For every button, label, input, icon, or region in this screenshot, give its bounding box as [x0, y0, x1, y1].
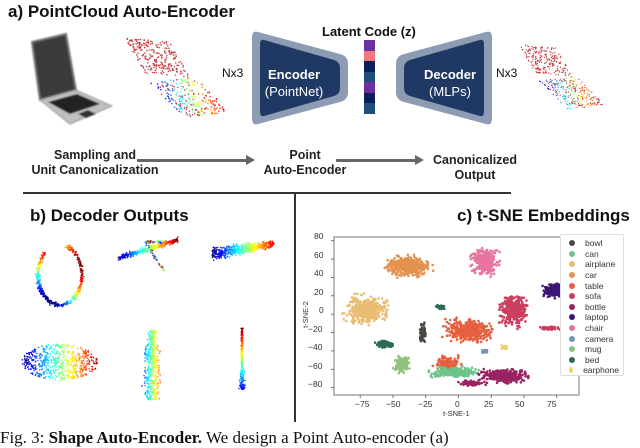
legend-marker-icon — [569, 261, 575, 268]
latent-cell — [364, 71, 375, 82]
legend-item: camera — [565, 333, 619, 344]
legend-item: earphone — [565, 365, 619, 376]
legend-item: bowl — [565, 238, 619, 249]
latent-cell — [364, 103, 375, 114]
laptop-render-image — [30, 32, 114, 125]
latent-cell — [364, 40, 375, 51]
y-tick: −40 — [308, 342, 323, 352]
legend-item: laptop — [565, 312, 619, 323]
legend-item: bed — [565, 355, 619, 366]
latent-cell — [364, 50, 375, 61]
flow-step-autoencoder-line1: Point — [289, 148, 321, 162]
legend-item: car — [565, 270, 619, 281]
legend-marker-icon — [569, 367, 574, 374]
x-tick: −25 — [418, 399, 433, 409]
encoder-block — [252, 31, 348, 125]
legend-marker-icon — [569, 335, 575, 342]
figure-caption: Fig. 3: Shape Auto-Encoder. We design a … — [0, 428, 449, 448]
encoder-subtitle: (PointNet) — [264, 84, 324, 99]
caption-rest: We design a Point Auto-encoder (a) — [202, 428, 449, 447]
x-tick: 75 — [547, 399, 557, 409]
decoder-label: Decoder (MLPs) — [410, 66, 490, 100]
flow-arrow-1 — [137, 155, 255, 165]
flow-step-output-line2: Output — [454, 168, 496, 182]
legend-item: sofa — [565, 291, 619, 302]
input-point-cloud-image — [126, 37, 225, 118]
decoder-title: Decoder — [423, 67, 477, 82]
output-dim-label: Nx3 — [496, 66, 518, 80]
flow-step-autoencoder-line2: Auto-Encoder — [263, 163, 347, 177]
y-tick: 40 — [314, 268, 324, 278]
flow-step-autoencoder: Point Auto-Encoder — [255, 148, 355, 178]
x-axis-label: t-SNE-1 — [443, 409, 470, 418]
flow-arrow-2 — [336, 155, 424, 165]
legend-item: table — [565, 280, 619, 291]
flow-step-sampling-line1: Sampling and — [54, 148, 136, 162]
latent-cell — [364, 61, 375, 72]
y-tick: −20 — [308, 324, 323, 334]
panel-a-title: a) PointCloud Auto-Encoder — [8, 2, 235, 21]
flow-step-sampling: Sampling and Unit Canonicalization — [20, 148, 170, 178]
caption-bold: Shape Auto-Encoder. — [48, 428, 203, 447]
legend-marker-icon — [569, 240, 575, 247]
encoder-title: Encoder — [267, 67, 320, 82]
latent-cell — [364, 92, 375, 103]
flow-step-sampling-line2: Unit Canonicalization — [31, 163, 159, 177]
legend-marker-icon — [569, 293, 575, 300]
legend-item: bottle — [565, 302, 619, 313]
caption-prefix: Fig. 3: — [0, 428, 49, 447]
decoder-outputs-grid — [21, 236, 275, 401]
latent-code-vector — [364, 40, 375, 114]
legend-item: mug — [565, 344, 619, 355]
y-tick: 0 — [319, 305, 324, 315]
x-tick: 50 — [515, 399, 525, 409]
x-tick: 25 — [484, 399, 494, 409]
decoder-subtitle: (MLPs) — [429, 84, 471, 99]
y-axis-label: t-SNE-2 — [300, 301, 310, 328]
input-dim-label: Nx3 — [222, 66, 244, 80]
latent-code-label: Latent Code (z) — [322, 24, 416, 39]
legend-item: can — [565, 249, 619, 260]
legend-marker-icon — [569, 356, 575, 363]
legend-item: airplane — [565, 259, 619, 270]
legend-marker-icon — [569, 282, 575, 289]
y-tick: 60 — [314, 250, 324, 260]
legend-item: chair — [565, 323, 619, 334]
x-tick: −75 — [355, 399, 370, 409]
x-tick: −50 — [386, 399, 401, 409]
x-tick: 0 — [455, 399, 460, 409]
legend-marker-icon — [569, 314, 575, 321]
flow-step-output: Canonicalized Output — [420, 153, 530, 183]
decoder-block — [396, 31, 492, 125]
legend-marker-icon — [569, 272, 575, 279]
horizontal-divider — [23, 192, 511, 194]
legend-marker-icon — [569, 303, 575, 310]
output-point-cloud-image — [520, 44, 603, 110]
encoder-label: Encoder (PointNet) — [254, 66, 334, 100]
y-tick: −80 — [308, 379, 323, 389]
legend-marker-icon — [569, 346, 575, 353]
panel-b-title: b) Decoder Outputs — [30, 206, 189, 225]
y-tick: 20 — [314, 287, 324, 297]
latent-cell — [364, 82, 375, 93]
y-tick: 80 — [314, 231, 324, 241]
vertical-divider — [294, 192, 296, 422]
flow-step-output-line1: Canonicalized — [432, 153, 518, 167]
y-tick: −60 — [308, 361, 323, 371]
chart-legend: bowl can airplane car table sofa bottle … — [560, 234, 624, 376]
panel-c-title: c) t-SNE Embeddings — [457, 206, 630, 225]
legend-marker-icon — [569, 325, 575, 332]
legend-marker-icon — [569, 250, 575, 257]
